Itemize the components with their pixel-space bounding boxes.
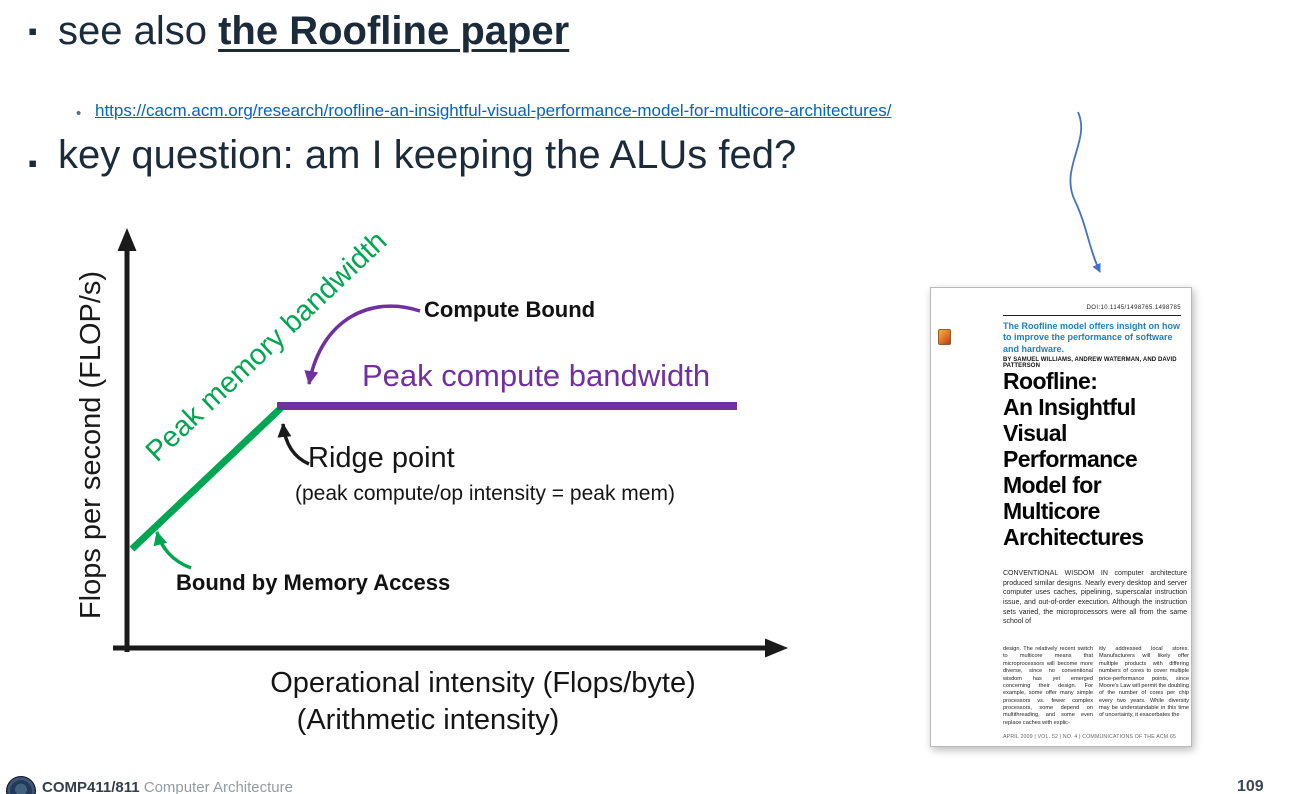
cacm-url-link[interactable]: https://cacm.acm.org/research/roofline-a… — [95, 101, 892, 120]
title-prefix: see also — [58, 9, 219, 53]
ridge-point-label: Ridge point — [308, 442, 455, 474]
bullet-square-icon: ▪ — [28, 148, 38, 178]
bullet-dot-icon: • — [76, 105, 82, 122]
key-question-text: key question: am I keeping the ALUs fed? — [58, 133, 797, 177]
paper-column-right: itly addressed local stores. Manufacture… — [1099, 646, 1189, 719]
memory-bandwidth-line — [129, 405, 284, 552]
ridge-point-arrow — [277, 423, 310, 466]
paper-footer-line: APRIL 2009 | VOL. 52 | NO. 4 | COMMUNICA… — [1003, 734, 1177, 740]
compute-line-label: Peak compute bandwidth — [362, 358, 710, 393]
paper-byline: BY SAMUEL WILLIAMS, ANDREW WATERMAN, AND… — [1003, 357, 1177, 369]
paper-lead-paragraph: CONVENTIONAL WISDOM IN computer architec… — [1003, 570, 1187, 626]
url-to-paper-arrow — [1069, 111, 1101, 273]
paper-title-line: Model for — [1003, 471, 1102, 498]
x-axis-label-line1: Operational intensity (Flops/byte) — [270, 667, 696, 699]
memory-line-label: Peak memory bandwidth — [140, 225, 394, 468]
paper-title-line: An Insightful — [1003, 393, 1136, 420]
course-title: Computer Architecture — [139, 779, 293, 794]
paper-thumbnail: DOI:10.1145/1498765.1498785 The Roofline… — [930, 287, 1192, 747]
paper-columns: design. The relatively recent switch to … — [1003, 646, 1189, 727]
page-number: 109 — [1237, 778, 1264, 794]
course-label: COMP411/811 Computer Architecture — [42, 779, 293, 794]
paper-column-left: design. The relatively recent switch to … — [1003, 646, 1093, 726]
roofline-paper-link[interactable]: the Roofline paper — [218, 9, 570, 53]
paper-teaser: The Roofline model offers insight on how… — [1003, 321, 1180, 354]
y-axis-label: Flops per second (FLOP/s) — [75, 271, 107, 619]
paper-doi: DOI:10.1145/1498765.1498785 — [1086, 305, 1181, 311]
paper-title-line: Architectures — [1003, 523, 1144, 550]
paper-title-line: Performance — [1003, 445, 1138, 472]
course-code: COMP411/811 — [42, 779, 140, 794]
paper-title-line: Visual — [1003, 419, 1067, 446]
paper-title-line: Roofline: — [1003, 368, 1098, 394]
key-question-line: key question: am I keeping the ALUs fed? — [58, 132, 796, 178]
ridge-point-detail: (peak compute/op intensity = peak mem) — [295, 482, 675, 505]
paper-stamp-icon — [938, 329, 951, 345]
y-axis-arrowhead-icon — [117, 228, 137, 251]
title-line: see also the Roofline paper — [58, 8, 569, 54]
paper-rule — [1003, 315, 1181, 316]
x-axis-arrowhead-icon — [765, 638, 788, 658]
memory-bound-arrow — [153, 531, 192, 570]
paper-title: Roofline: An Insightful Visual Performan… — [1003, 368, 1191, 550]
compute-bound-label: Compute Bound — [424, 297, 595, 322]
paper-title-line: Multicore — [1003, 497, 1100, 524]
x-axis-label-line2: (Arithmetic intensity) — [297, 704, 560, 736]
memory-bound-label: Bound by Memory Access — [176, 570, 450, 595]
compute-bound-arrow — [304, 304, 421, 385]
bullet-square-icon: ▪ — [28, 16, 38, 46]
course-logo — [6, 776, 36, 794]
